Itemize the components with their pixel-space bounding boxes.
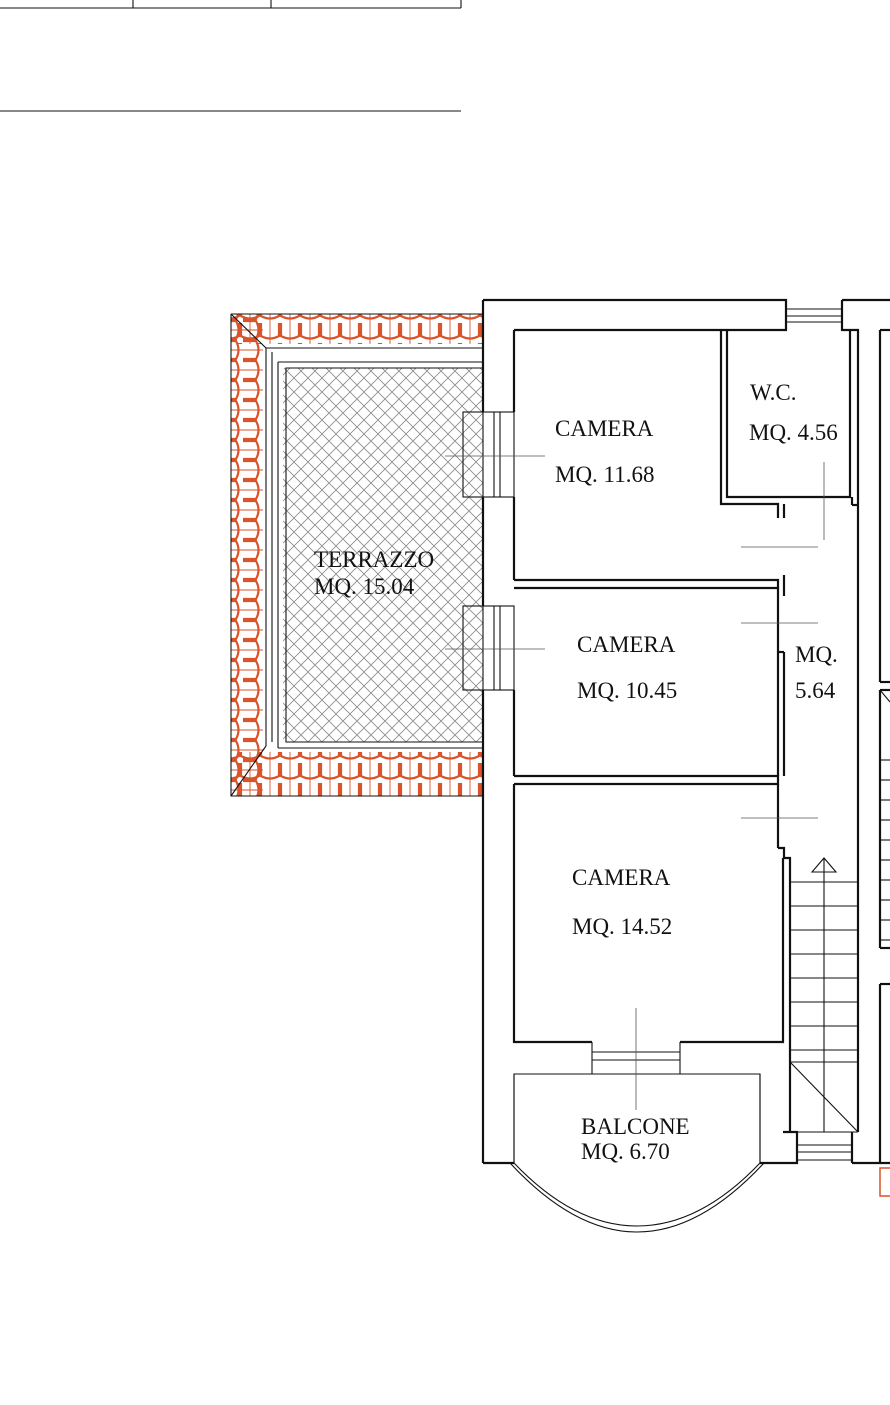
corridor-area: 5.64 xyxy=(795,678,836,703)
camera-1-name: CAMERA xyxy=(555,416,654,441)
terrace-windows xyxy=(462,411,515,691)
corridor-label: MQ. xyxy=(795,642,838,667)
wc-name: W.C. xyxy=(750,380,796,405)
camera-2-area: MQ. 10.45 xyxy=(577,678,677,703)
reference-lines xyxy=(445,455,825,1110)
camera-2-name: CAMERA xyxy=(577,632,676,657)
interior-walls xyxy=(512,330,860,1132)
balcone-area-label: MQ. 6.70 xyxy=(581,1139,670,1164)
staircase xyxy=(789,857,859,1161)
terrazzo-area xyxy=(277,361,483,749)
adjacent-stairs xyxy=(879,689,890,1197)
camera-3-name: CAMERA xyxy=(572,865,671,890)
camera-3-area: MQ. 14.52 xyxy=(572,914,672,939)
top-window xyxy=(786,308,842,323)
wc-area: MQ. 4.56 xyxy=(749,420,838,445)
terrazzo-area-label: MQ. 15.04 xyxy=(314,574,415,599)
camera-1-area: MQ. 11.68 xyxy=(555,462,654,487)
balcone-name: BALCONE xyxy=(581,1114,690,1139)
exterior-walls xyxy=(481,298,890,1165)
title-block-fragment xyxy=(0,0,462,112)
roof-tiles xyxy=(230,313,483,797)
balcone-area xyxy=(509,1073,765,1233)
terrazzo-name: TERRAZZO xyxy=(314,547,434,572)
